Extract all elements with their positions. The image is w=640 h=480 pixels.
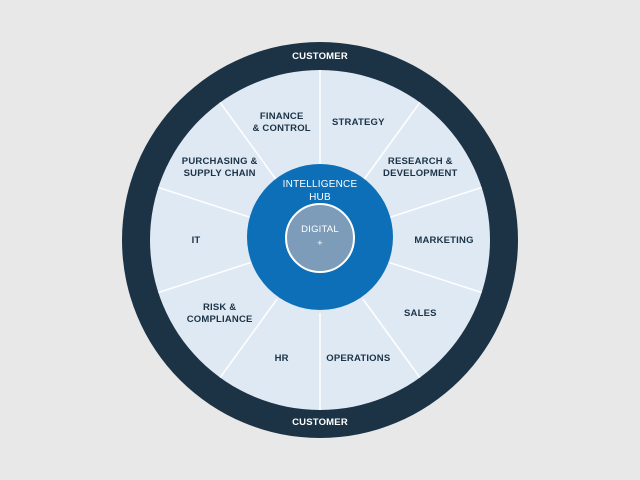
digital-core-circle <box>285 203 355 273</box>
hub-label-line1: INTELLIGENCE <box>283 179 358 190</box>
segment-label-1-line1: STRATEGY <box>332 117 385 128</box>
core-label-line1: DIGITAL <box>301 224 339 235</box>
segment-label-0-line1: FINANCE <box>260 111 304 122</box>
segment-label-3-line1: MARKETING <box>414 235 473 246</box>
segment-label-9-line2: SUPPLY CHAIN <box>184 168 256 179</box>
segment-label-2-line2: DEVELOPMENT <box>383 168 458 179</box>
segment-label-6-line1: HR <box>275 353 289 364</box>
segment-label-8-line1: IT <box>192 235 201 246</box>
segment-labels: FINANCE& CONTROL STRATEGY RESEARCH &DEVELO… <box>182 111 474 364</box>
segment-divider <box>158 186 251 219</box>
segment-divider <box>362 298 421 378</box>
segment-divider <box>389 261 482 294</box>
segment-divider <box>158 261 251 294</box>
hub-label-line2: HUB <box>309 192 331 203</box>
segment-label-7-line1: RISK & <box>203 302 236 313</box>
segment-label-9-line1: PURCHASING & <box>182 156 258 167</box>
segment-divider <box>219 298 278 378</box>
segment-divider <box>362 102 421 182</box>
customer-label-bottom: CUSTOMER <box>292 417 348 428</box>
segment-divider <box>389 186 482 219</box>
segment-label-2-line1: RESEARCH & <box>388 156 453 167</box>
segment-divider <box>219 102 278 182</box>
core-label-line2: + <box>317 238 323 249</box>
segment-label-5-line1: OPERATIONS <box>326 353 390 364</box>
segment-label-7-line2: COMPLIANCE <box>187 314 253 325</box>
segment-label-0-line2: & CONTROL <box>253 123 311 134</box>
segment-dividers <box>158 70 482 410</box>
customer-label-top: CUSTOMER <box>292 51 348 62</box>
segment-label-4-line1: SALES <box>404 308 437 319</box>
